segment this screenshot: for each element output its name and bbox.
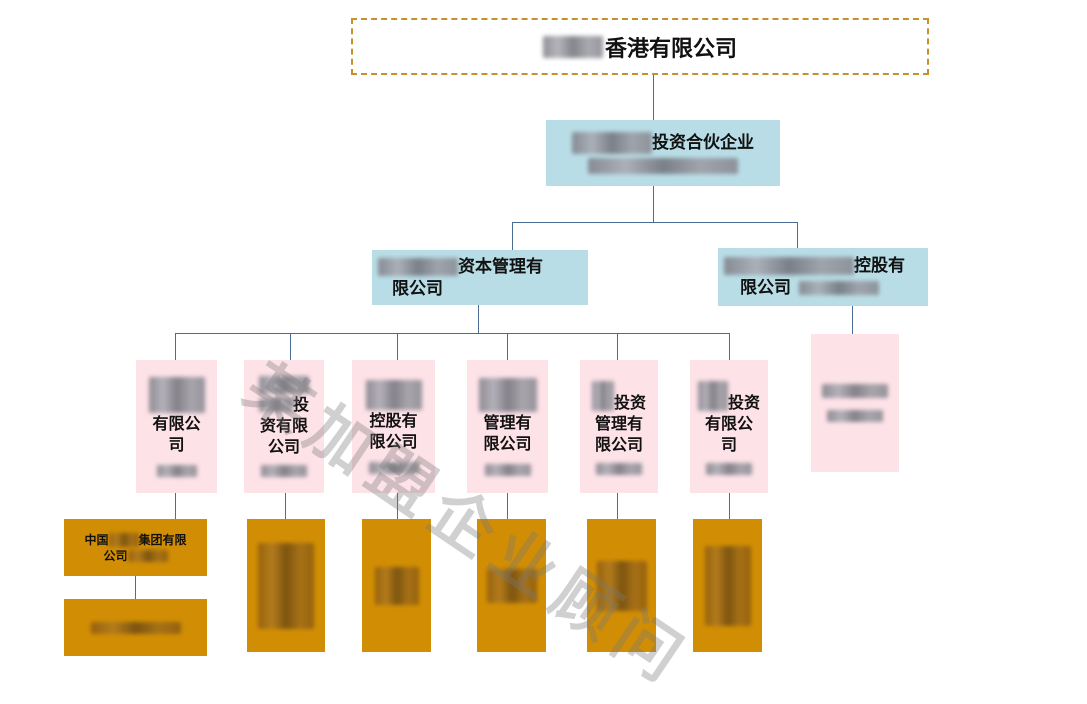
subsidiary-6-line3: 司 [720, 435, 737, 454]
root-company-box: 香港有限公司 [351, 18, 929, 75]
redacted-name [378, 257, 458, 276]
connector-line [653, 75, 654, 120]
redacted-name [596, 560, 647, 611]
redacted-name [572, 132, 652, 154]
subsidiary-5-line3: 限公司 [594, 435, 643, 454]
connector-line [478, 305, 479, 333]
gold-box-bottom [64, 599, 207, 656]
connector-line [512, 222, 513, 250]
connector-line [617, 493, 618, 519]
connector-line [397, 493, 398, 519]
redacted-name [156, 464, 197, 477]
redacted-name [596, 463, 642, 475]
redacted-name [258, 542, 314, 629]
gold-box-6 [693, 519, 762, 652]
redacted-name [591, 380, 614, 411]
connector-line [797, 222, 798, 248]
redacted-name [259, 376, 309, 394]
partnership-box: 投资合伙企业 [546, 120, 780, 186]
connector-line [175, 333, 176, 360]
redacted-name [822, 384, 888, 398]
group-company-label-c: 公司 [103, 548, 128, 563]
root-company-label: 香港有限公司 [604, 36, 737, 62]
subsidiary-1-line2: 司 [168, 434, 185, 454]
redacted-name [148, 376, 205, 413]
redacted-name [365, 379, 422, 410]
subsidiary-box-3: 控股有 限公司 [352, 360, 435, 493]
connector-line [135, 576, 136, 599]
subsidiary-2-line3: 公司 [267, 437, 300, 456]
subsidiary-box-6: 投资 有限公 司 [690, 360, 768, 493]
connector-line [507, 333, 508, 360]
redacted-name [542, 35, 603, 58]
gold-box-3 [362, 519, 431, 652]
redacted-name [478, 377, 537, 412]
redacted-name [374, 566, 419, 605]
connector-line [653, 186, 654, 223]
redacted-name [261, 465, 307, 477]
connector-line [852, 306, 853, 334]
redacted-name [90, 621, 181, 634]
redacted-name [706, 463, 752, 475]
connector-line [507, 493, 508, 519]
subsidiary-5-line1: 投资 [613, 393, 646, 412]
holding-company-label-line2: 限公司 [740, 278, 791, 298]
connector-line [285, 493, 286, 519]
subsidiary-4-line2: 限公司 [483, 433, 532, 453]
subsidiary-6-line1: 投资 [727, 393, 760, 412]
connector-line [290, 333, 291, 360]
redacted-name [108, 532, 139, 547]
redacted-name [368, 461, 419, 474]
connector-line [512, 222, 798, 223]
connector-line [729, 333, 730, 360]
redacted-name [484, 463, 531, 476]
subsidiary-6-line2: 有限公 [704, 414, 753, 433]
subsidiary-3-line2: 限公司 [369, 431, 418, 451]
subsidiary-4-line1: 管理有 [483, 412, 532, 432]
subsidiary-2-line1: 投 [292, 395, 309, 414]
subsidiary-box-2: 投 资有限 公司 [244, 360, 324, 493]
subsidiary-box-5: 投资 管理有 限公司 [580, 360, 658, 493]
partnership-label: 投资合伙企业 [652, 133, 754, 153]
redacted-name [697, 380, 728, 411]
group-company-label-a: 中国 [84, 532, 109, 547]
subsidiary-2-line2: 资有限 [259, 416, 308, 435]
capital-management-label-line1: 资本管理有 [458, 256, 543, 277]
redacted-name [588, 158, 738, 174]
holding-company-box: 控股有 限公司 [718, 248, 928, 306]
capital-management-label-line2: 限公司 [392, 278, 443, 299]
subsidiary-1-line1: 有限公 [152, 413, 201, 433]
connector-line [175, 493, 176, 519]
redacted-name [486, 568, 537, 603]
redacted-name [704, 545, 751, 626]
subsidiary-box-4: 管理有 限公司 [467, 360, 548, 493]
subsidiary-box-1: 有限公 司 [136, 360, 217, 493]
connector-line [617, 333, 618, 360]
redacted-name [127, 549, 168, 562]
subsidiary-box-right [811, 334, 899, 472]
group-company-box: 中国 集团有限 公司 [64, 519, 207, 576]
gold-box-2 [247, 519, 325, 652]
connector-line [175, 333, 730, 334]
subsidiary-3-line1: 控股有 [369, 410, 418, 430]
connector-line [397, 333, 398, 360]
gold-box-5 [587, 519, 656, 652]
redacted-name [827, 410, 883, 422]
holding-company-label-line1: 控股有 [854, 256, 905, 276]
redacted-name [724, 257, 854, 275]
subsidiary-5-line2: 管理有 [594, 414, 643, 433]
capital-management-box: 资本管理有 限公司 [372, 250, 588, 305]
group-company-label-b: 集团有限 [138, 532, 187, 547]
gold-box-4 [477, 519, 546, 652]
redacted-name [799, 281, 879, 295]
connector-line [729, 493, 730, 519]
redacted-name [258, 397, 293, 412]
